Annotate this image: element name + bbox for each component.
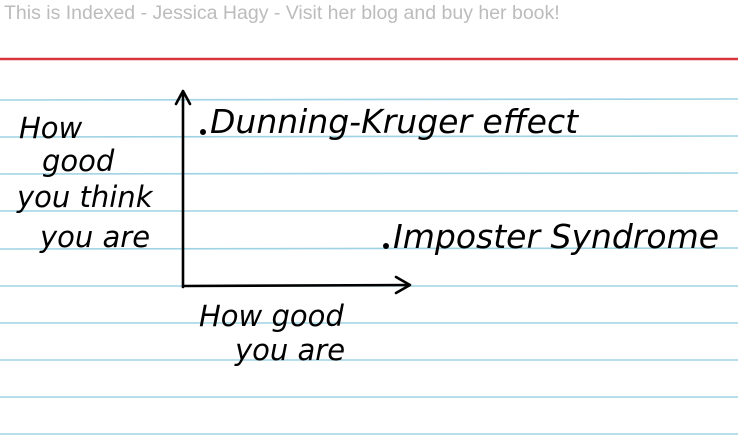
x-axis-arrowhead [394,275,412,295]
x-axis-label: How good you are [199,299,345,367]
point-label: Dunning-Kruger effect [210,102,579,141]
axes [174,89,412,295]
header-caption: This is Indexed - Jessica Hagy - Visit h… [4,2,560,24]
ruled-line [0,135,738,138]
y-axis-label-line: good [42,144,115,178]
point-label: Imposter Syndrome [393,217,719,256]
y-axis-label-line: you think [16,180,154,214]
y-axis-label: How good you think you are [16,111,154,254]
point-marker [383,243,389,249]
point-dunning-kruger: Dunning-Kruger effect [200,102,579,141]
ruled-line [0,98,738,101]
x-axis [181,283,410,288]
x-axis-label-line: How good [199,299,344,333]
ruled-line [0,172,738,175]
point-imposter-syndrome: Imposter Syndrome [383,217,719,256]
y-axis-label-line: you are [39,220,150,254]
y-axis-arrowhead [174,89,192,106]
card-ruling [0,57,738,435]
x-axis-label-line: you are [234,333,345,367]
y-axis-label-line: How [19,111,83,145]
point-marker [200,129,206,135]
ruled-line [0,247,738,250]
